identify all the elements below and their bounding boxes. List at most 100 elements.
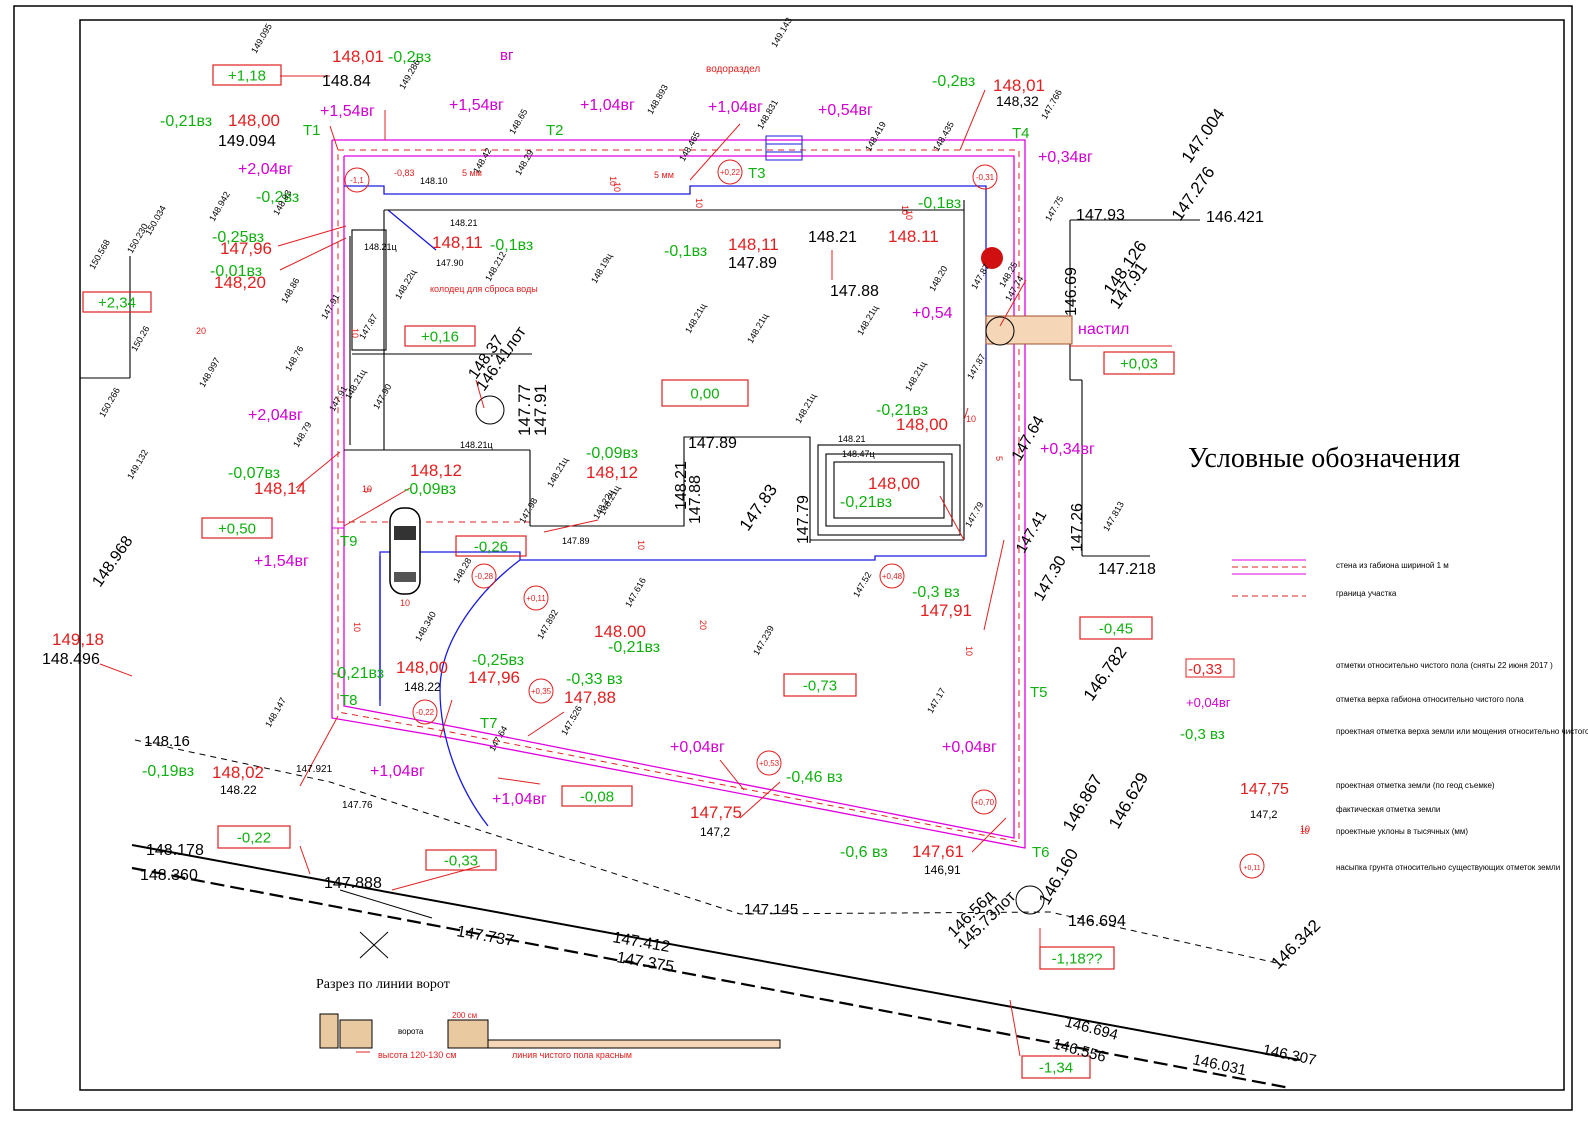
fill-circle [879,563,905,589]
relative-elevation-value: -0,08 [580,788,614,805]
leader-line [329,125,339,151]
legend-item-text: граница участка [1336,589,1397,598]
survey-spot: 148.465 [677,130,702,163]
survey-spot: 148.21ц [364,242,397,252]
survey-spot: 148.21ц [855,304,880,337]
design-elevation: 148,00 [896,415,948,434]
gabion-top-elevation: +1,54вг [449,97,504,114]
legend-title: Условные обозначения [1188,443,1460,474]
slope-value: 10 [362,484,372,494]
actual-elevation: 146,91 [924,863,961,877]
actual-elevation: 146.867 [1059,771,1106,834]
survey-spot: 147.90 [371,382,393,411]
fill-value: -1,1 [350,176,364,185]
legend-sample: 147,2 [1250,809,1278,821]
survey-point-t8: T8 [340,692,358,709]
gate-label: ворота [398,1027,424,1036]
well-2-icon [475,395,505,425]
legend-item-text: отметки относительно чистого пола (сняты… [1336,661,1553,670]
actual-elevation: 147.77 [515,384,534,436]
survey-spot: 147.813 [1101,500,1126,533]
actual-elevation: 146.421 [1206,209,1264,226]
ground-design-elevation: -0,09вз [404,481,456,498]
actual-elevation: 147.89 [688,435,737,452]
survey-point-t3: T3 [748,165,766,182]
well-3-icon [1015,885,1045,915]
gabion-top-elevation: +0,04вг [942,739,997,756]
slope-value: 5 [362,488,372,493]
slope-value: 10 [612,182,622,192]
fill-value: +0,35 [531,687,552,696]
legend-sample: +0,11 [1243,865,1260,872]
relative-elevation-value: -0,73 [803,677,837,694]
survey-point-t9: T9 [340,533,358,550]
survey-spot: 150.568 [87,238,112,271]
deck-label: настил [1078,321,1129,338]
gabion-top-elevation: +1,54вг [254,553,309,570]
slope-value: 10 [694,198,704,208]
slope-value: 10 [904,210,914,220]
survey-spot: 147.892 [535,608,560,641]
survey-spot: 147.87 [965,352,987,381]
design-elevation: 148,00 [868,474,920,493]
survey-spot: 148.21ц [683,302,708,335]
ground-design-elevation: -0,1вз [490,237,533,254]
relative-elevation-value: +0,03 [1120,355,1158,372]
ground-design-elevation: -0,25вз [212,229,264,246]
gabion-top-elevation: +0,04вг [670,739,725,756]
fill-value: -0,22 [416,708,435,717]
actual-elevation: 149.094 [218,133,276,150]
design-elevation: 149,18 [52,630,104,649]
relative-elevation-value: +0,16 [421,328,459,345]
elevation-box [1039,946,1115,970]
ground-design-elevation: -0,3 вз [912,584,960,601]
survey-spot: 149.095 [249,22,274,55]
actual-elevation: 148.360 [140,867,198,884]
survey-point-t4: T4 [1012,125,1030,142]
actual-elevation: 148.84 [322,73,371,90]
gabion-top-elevation: +0,34вг [1040,441,1095,458]
watershed-label: водораздел [706,64,760,75]
slope-value: 10 [966,414,976,424]
actual-elevation: 148,32 [996,93,1039,109]
actual-elevation: 147.218 [1098,561,1156,578]
legend-item-text: насыпка грунта относительно существующих… [1336,863,1560,872]
survey-spot: 148.212 [483,250,508,283]
leader-line [983,539,1005,631]
leader-line [99,663,133,677]
fill-value: -0,31 [976,173,995,182]
gate-section [319,1013,781,1053]
leader-line [719,759,745,791]
slope-value: 10 [1300,824,1310,834]
fill-value: -0,28 [475,572,494,581]
leader-line [279,237,347,271]
gabion-top-elevation: +0,34вг [1038,149,1093,166]
inner-frame [79,19,1565,1091]
legend-sample: -0,33 [1188,661,1222,678]
leader-line [689,123,741,181]
leader-line [1009,999,1021,1057]
legend-item-text: проектная отметка верха земли или мощени… [1336,727,1588,736]
fill-value: +0,11 [526,594,546,603]
actual-elevation: 148.22 [404,680,441,694]
leader-line [543,519,599,533]
actual-elevation: 148.22 [220,783,257,797]
survey-spot: 147.616 [623,576,648,609]
ground-design-elevation: -0,2вз [388,49,431,66]
design-elevation: 148,12 [586,463,638,482]
relative-elevation-value: +1,18 [228,67,266,84]
survey-spot: 147.91 [319,292,341,321]
ground-design-elevation: -0,19вз [142,763,194,780]
car-icon [389,507,421,595]
survey-spot: 148.29 [513,148,535,177]
design-elevation: 148,14 [254,479,306,498]
design-elevation: 148,12 [410,461,462,480]
leader-line [497,777,541,785]
survey-spot: 149.143 [769,16,794,49]
design-elevation: 148.00 [594,622,646,641]
relative-elevation-value: -0,26 [474,538,508,555]
ground-design-elevation: -0,09вз [586,445,638,462]
building-outline [344,185,987,827]
legend-sample: 10 [1300,827,1309,836]
actual-elevation: 147.83 [736,481,781,534]
